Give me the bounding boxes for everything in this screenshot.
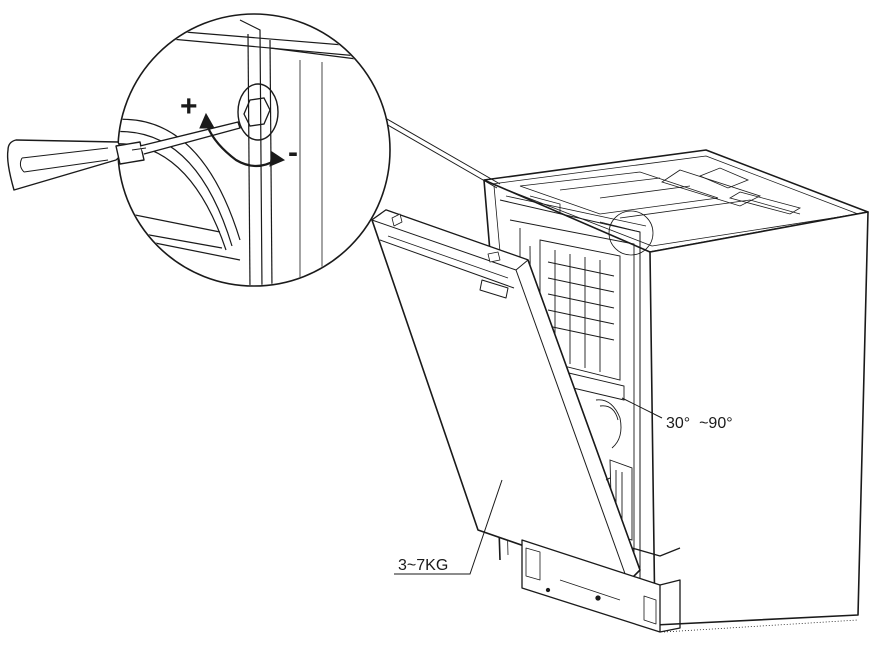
weight-leader-line: [394, 479, 503, 575]
opening-angle-label: 30° ~90°: [666, 415, 733, 432]
base-plinth: [521, 539, 859, 633]
angle-leader-line: [621, 397, 663, 419]
door-panel: [371, 209, 641, 583]
adjust-arrows: [199, 112, 286, 168]
door-weight-label: 3~7KG: [398, 557, 448, 574]
magnified-hinge-view: [6, 13, 501, 287]
hinge-detail-marker: [608, 210, 654, 256]
plus-label: +: [180, 90, 198, 123]
dishwasher-body: [483, 149, 869, 626]
minus-label: -: [288, 136, 298, 169]
top-panel-details: [519, 167, 802, 233]
screwdriver-icon: [6, 121, 241, 191]
